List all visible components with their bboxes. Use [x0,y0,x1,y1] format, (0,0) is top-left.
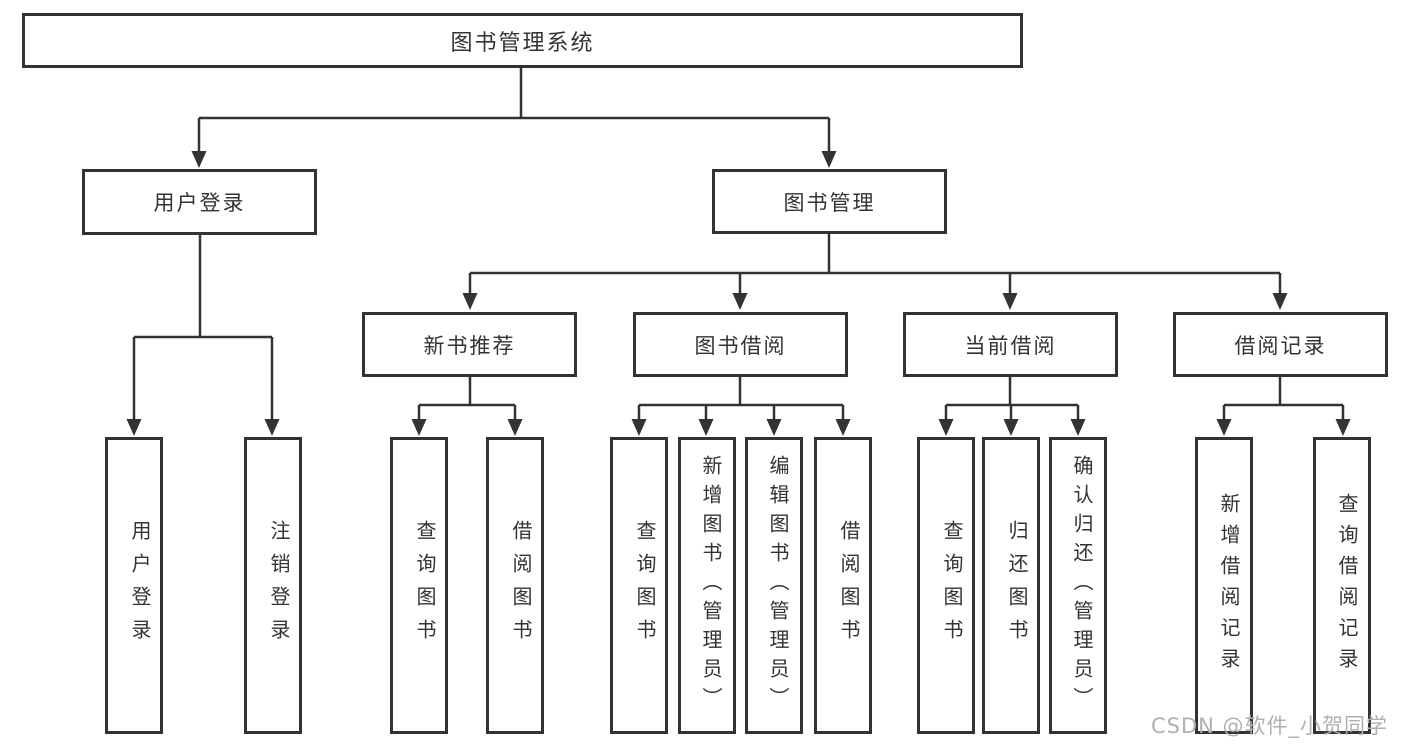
leaf-bb-edit-book-admin: 编辑图书（管理员） [745,437,803,734]
node-root: 图书管理系统 [22,13,1023,68]
leaf-nb-borrow-books: 借阅图书 [486,437,544,734]
leaf-cb-return-books-label: 归还图书 [1005,519,1029,652]
leaf-bb-add-book-admin: 新增图书（管理员） [678,437,736,734]
leaf-nb-query-books-label: 查询图书 [413,519,437,652]
leaf-cb-return-books: 归还图书 [982,437,1040,734]
leaf-br-query-record: 查询借阅记录 [1313,437,1371,734]
node-user-login-label: 用户登录 [153,191,246,215]
leaf-cb-query-books: 查询图书 [917,437,975,734]
leaf-br-query-record-label: 查询借阅记录 [1335,492,1359,679]
leaf-nb-borrow-books-label: 借阅图书 [509,519,533,652]
leaf-logout-login: 注销登录 [244,437,302,734]
leaf-br-add-record-label: 新增借阅记录 [1217,492,1241,679]
leaf-bb-borrow-books: 借阅图书 [814,437,872,734]
node-user-login: 用户登录 [82,169,317,235]
leaf-cb-confirm-return-admin-label: 确认归还（管理员） [1070,455,1094,716]
node-current-borrowing-label: 当前借阅 [964,333,1057,358]
node-book-borrowing: 图书借阅 [633,312,848,377]
leaf-bb-borrow-books-label: 借阅图书 [837,519,861,652]
leaf-cb-query-books-label: 查询图书 [940,519,964,652]
leaf-logout-login-label: 注销登录 [267,519,291,652]
node-book-management-label: 图书管理 [783,190,876,215]
leaf-bb-add-book-admin-label: 新增图书（管理员） [699,455,723,716]
node-borrowing-records: 借阅记录 [1173,312,1388,377]
node-book-borrowing-label: 图书借阅 [694,333,787,358]
node-root-label: 图书管理系统 [450,30,595,56]
leaf-br-add-record: 新增借阅记录 [1195,437,1253,734]
node-borrowing-records-label: 借阅记录 [1234,333,1327,358]
node-new-book-recommend: 新书推荐 [362,312,577,377]
node-book-management: 图书管理 [712,169,947,234]
leaf-nb-query-books: 查询图书 [390,437,448,734]
node-current-borrowing: 当前借阅 [903,312,1118,377]
leaf-bb-query-books: 查询图书 [610,437,668,734]
leaf-bb-edit-book-admin-label: 编辑图书（管理员） [766,455,790,716]
watermark: CSDN @软件_小贺同学 [1151,714,1389,738]
leaf-user-login-label: 用户登录 [128,519,152,652]
leaf-bb-query-books-label: 查询图书 [633,519,657,652]
leaf-cb-confirm-return-admin: 确认归还（管理员） [1049,437,1107,734]
node-new-book-recommend-label: 新书推荐 [423,333,516,358]
leaf-user-login: 用户登录 [105,437,163,734]
